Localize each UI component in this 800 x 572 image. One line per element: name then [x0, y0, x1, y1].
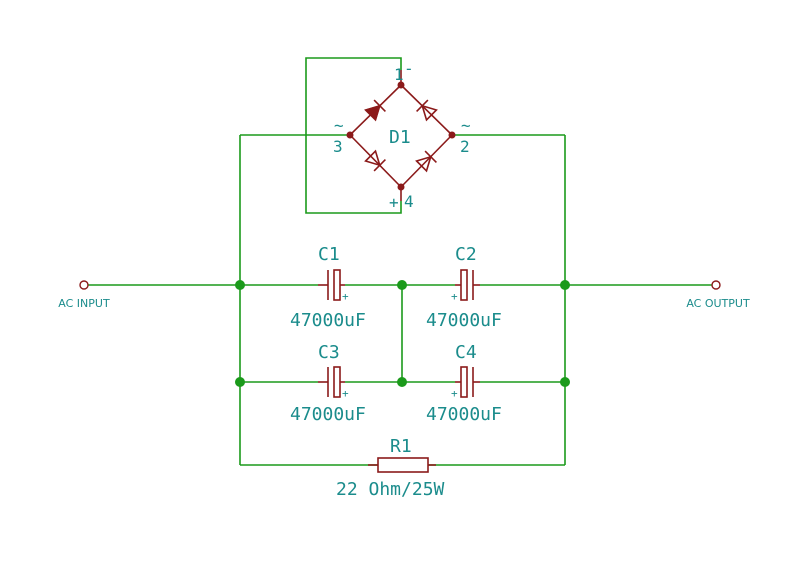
capacitor-c3-ref: C3 — [318, 342, 340, 363]
port-input-terminal[interactable] — [79, 280, 89, 290]
capacitor-c4-ref: C4 — [455, 342, 477, 363]
port-input-label: AC INPUT — [58, 297, 110, 310]
bridge-node-right — [448, 131, 456, 139]
bridge-rectifier-d1[interactable]: D1 1 - ~ 3 ~ 2 + 4 — [333, 59, 471, 212]
capacitor-c2[interactable]: + C2 47000uF — [426, 244, 502, 331]
bridge-node-bottom — [397, 183, 405, 191]
capacitor-c2-value: 47000uF — [426, 310, 502, 331]
junction-center-top — [397, 280, 407, 290]
capacitor-c1-ref: C1 — [318, 244, 340, 265]
bridge-pin1-label: 1 — [394, 65, 404, 84]
bridge-minus-label: - — [404, 59, 414, 78]
bridge-ac-right-symbol: ~ — [461, 116, 471, 135]
port-input[interactable]: AC INPUT — [58, 280, 110, 310]
junctions — [235, 280, 570, 387]
capacitor-c3-value: 47000uF — [290, 404, 366, 425]
bridge-node-top — [397, 81, 405, 89]
wire-bridge-dc-loop — [305, 57, 402, 214]
bridge-pin4-label: 4 — [404, 192, 414, 211]
capacitor-c1-value: 47000uF — [290, 310, 366, 331]
resistor-r1-ref: R1 — [390, 436, 412, 457]
resistor-r1[interactable]: R1 22 Ohm/25W — [336, 436, 445, 500]
resistor-r1-value: 22 Ohm/25W — [336, 479, 445, 500]
capacitor-c1[interactable]: + C1 47000uF — [290, 244, 366, 331]
diode-bottom-left — [364, 149, 386, 172]
port-output[interactable]: AC OUTPUT — [686, 280, 750, 310]
junction-left-top — [235, 280, 245, 290]
capacitor-c4-value: 47000uF — [426, 404, 502, 425]
bridge-ref-label: D1 — [389, 127, 411, 148]
capacitor-c1-polarity: + — [342, 290, 349, 303]
diode-bottom-right — [415, 150, 437, 173]
bridge-node-left — [346, 131, 354, 139]
bridge-pin2-label: 2 — [460, 137, 470, 156]
bridge-edge-bottom-left — [349, 134, 402, 188]
capacitor-c3-polarity: + — [342, 387, 349, 400]
diode-top-right — [416, 99, 438, 122]
port-output-terminal[interactable] — [711, 280, 721, 290]
capacitor-c3[interactable]: + C3 47000uF — [290, 342, 366, 425]
capacitor-c2-polarity: + — [451, 290, 458, 303]
capacitor-c4[interactable]: + C4 47000uF — [426, 342, 502, 425]
bridge-plus-label: + — [389, 193, 399, 212]
bridge-edge-top-right — [400, 84, 453, 136]
resistor-r1-body — [377, 457, 429, 473]
bridge-pin3-label: 3 — [333, 137, 343, 156]
capacitor-c2-ref: C2 — [455, 244, 477, 265]
junction-center-mid — [397, 377, 407, 387]
wires — [88, 57, 712, 466]
capacitor-c4-polarity: + — [451, 387, 458, 400]
junction-right-top — [560, 280, 570, 290]
bridge-ac-left-symbol: ~ — [334, 116, 344, 135]
port-output-label: AC OUTPUT — [686, 297, 750, 310]
junction-right-mid — [560, 377, 570, 387]
bridge-edge-bottom-right — [400, 134, 453, 188]
junction-left-mid — [235, 377, 245, 387]
diode-top-left — [364, 99, 386, 122]
